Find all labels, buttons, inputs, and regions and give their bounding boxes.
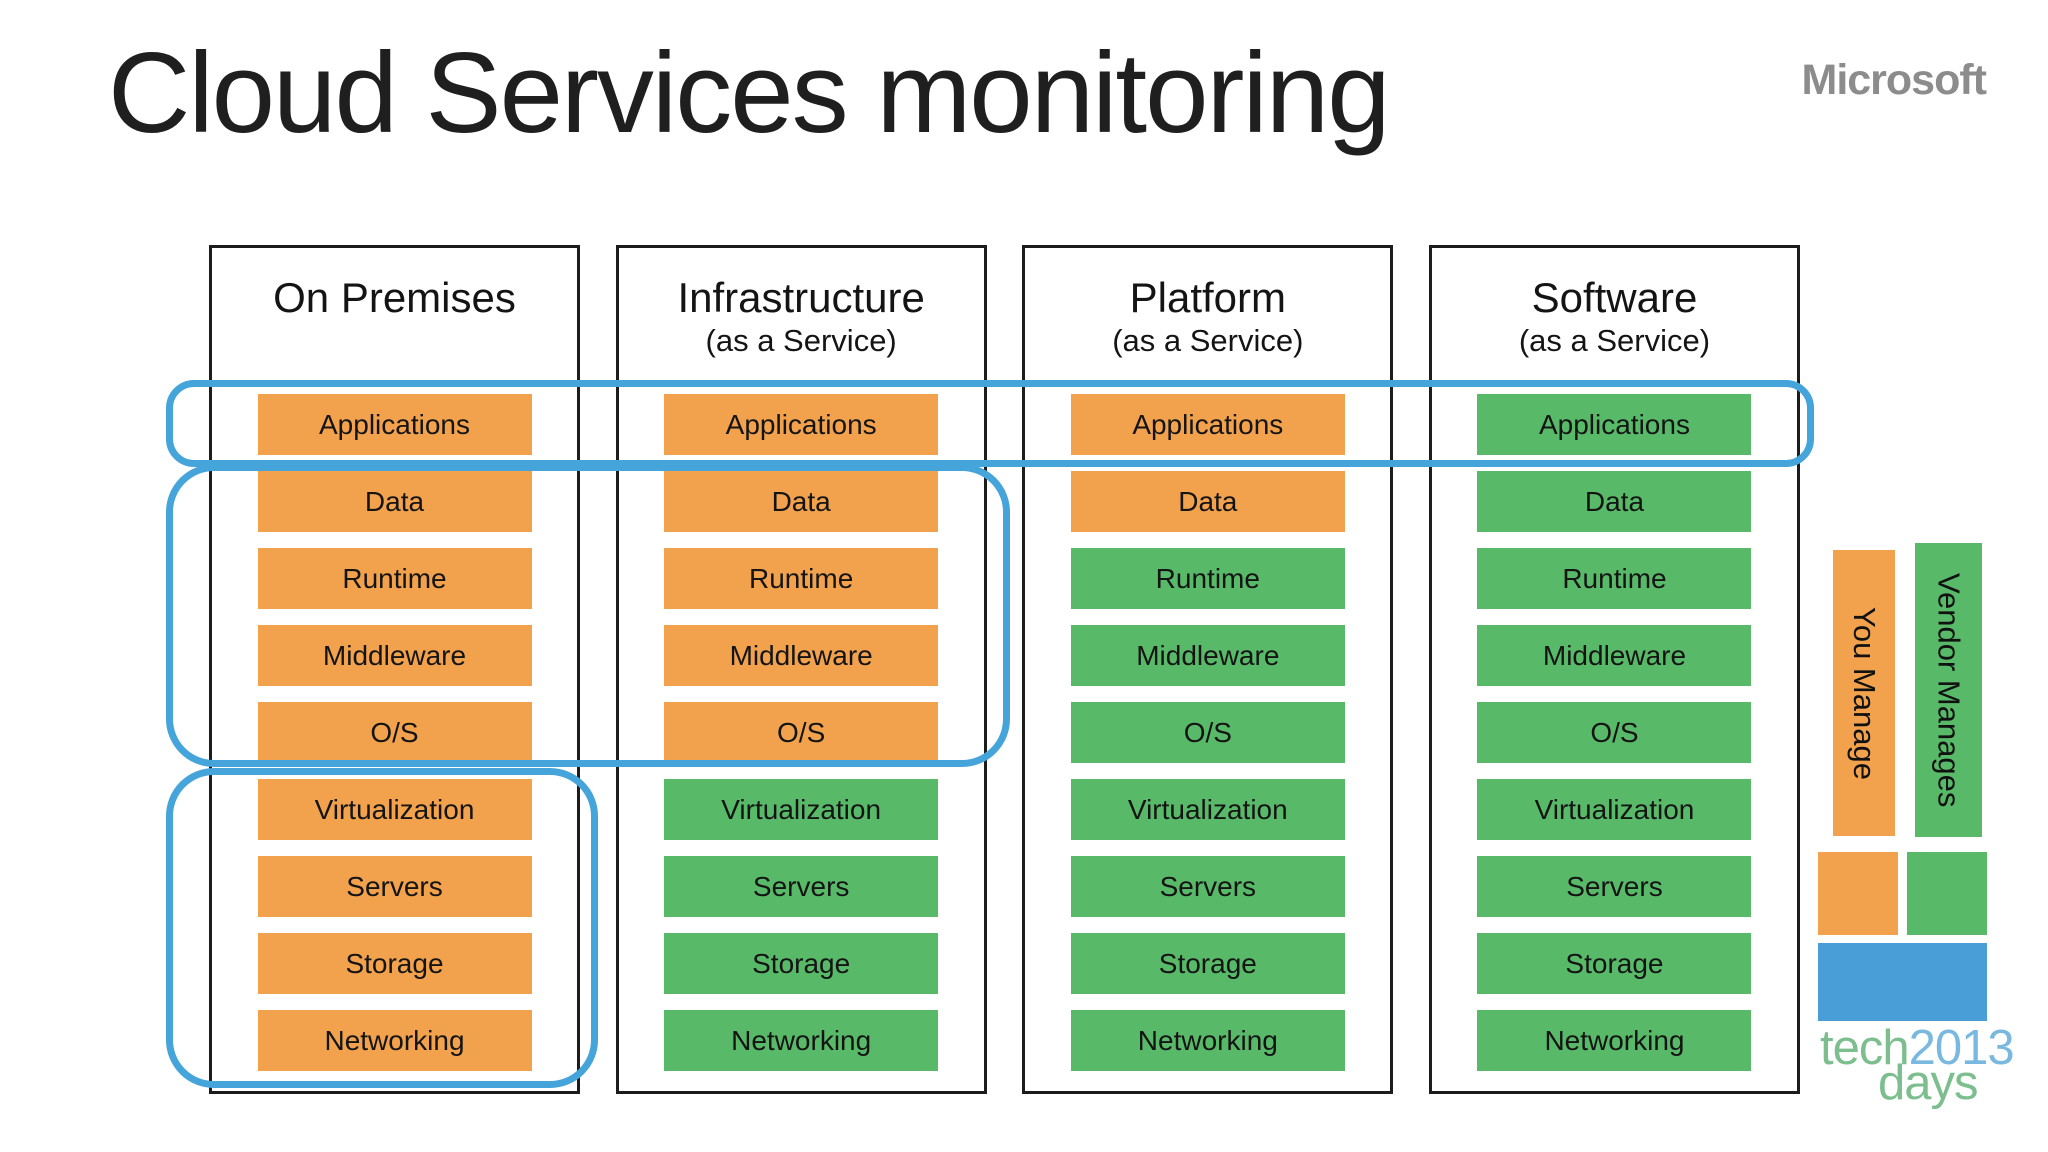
techdays-logo: tech2013 days — [1818, 852, 2048, 1112]
layer-stack: Applications Data Runtime Middleware O/S… — [212, 394, 577, 1071]
column-iaas: Infrastructure (as a Service) Applicatio… — [615, 245, 987, 1094]
logo-blue-rect — [1818, 943, 1987, 1021]
layer-box: Data — [1477, 471, 1752, 532]
column-subtitle: (as a Service) — [705, 323, 897, 359]
layer-box: Applications — [1070, 394, 1345, 455]
layer-box: Servers — [1477, 856, 1752, 917]
column-subtitle: (as a Service) — [1112, 323, 1304, 359]
layer-box: O/S — [1070, 702, 1345, 763]
layer-box: Storage — [1070, 933, 1345, 994]
layer-box: Virtualization — [1477, 779, 1752, 840]
column-subtitle: (as a Service) — [1518, 323, 1711, 359]
layer-box: O/S — [257, 702, 532, 763]
layer-box: Data — [1070, 471, 1345, 532]
layer-box: Data — [257, 471, 532, 532]
layer-box: Runtime — [257, 548, 532, 609]
column-saas: Software (as a Service) Applications Dat… — [1428, 245, 1800, 1094]
layer-box: Virtualization — [257, 779, 532, 840]
column-header: On Premises — [273, 274, 516, 321]
logo-year-text: 2013 — [1908, 1021, 2015, 1075]
layer-box: Middleware — [664, 625, 939, 686]
logo-green-square — [1907, 852, 1987, 935]
layer-box: Storage — [1477, 933, 1752, 994]
logo-days-text: days — [1878, 1056, 1979, 1110]
logo-orange-square — [1818, 852, 1898, 935]
layer-box: O/S — [664, 702, 939, 763]
column-header: Platform — [1129, 274, 1286, 321]
layer-box: Middleware — [1070, 625, 1345, 686]
column-subtitle — [212, 322, 577, 360]
layer-box: Data — [664, 471, 939, 532]
layer-box: Middleware — [257, 625, 532, 686]
microsoft-logo: Microsoft — [1801, 56, 1987, 104]
vendor-manages-bar: Vendor Manages — [1915, 543, 1982, 837]
layer-box: Networking — [664, 1010, 939, 1071]
column-paas: Platform (as a Service) Applications Dat… — [1022, 245, 1394, 1094]
layer-box: Virtualization — [664, 779, 939, 840]
layer-box: Servers — [257, 856, 532, 917]
you-manage-label: You Manage — [1847, 606, 1882, 780]
column-header: Infrastructure — [677, 274, 925, 321]
logo-tech-text: tech — [1820, 1021, 1910, 1075]
layer-box: Middleware — [1477, 625, 1752, 686]
layer-box: Servers — [1070, 856, 1345, 917]
you-manage-bar: You Manage — [1833, 550, 1895, 836]
service-model-columns: On Premises Applications Data Runtime Mi… — [209, 245, 1800, 1094]
vendor-manages-label: Vendor Manages — [1931, 572, 1967, 808]
layer-box: Applications — [664, 394, 939, 455]
column-header: Software — [1531, 274, 1698, 321]
layer-box: Applications — [1477, 394, 1752, 455]
layer-box: Servers — [664, 856, 939, 917]
layer-stack: Applications Data Runtime Middleware O/S… — [619, 394, 984, 1071]
layer-box: Storage — [664, 933, 939, 994]
layer-box: Networking — [257, 1010, 532, 1071]
layer-box: Storage — [257, 933, 532, 994]
layer-box: Runtime — [1477, 548, 1752, 609]
layer-box: O/S — [1477, 702, 1752, 763]
layer-box: Virtualization — [1070, 779, 1345, 840]
layer-box: Runtime — [664, 548, 939, 609]
layer-stack: Applications Data Runtime Middleware O/S… — [1025, 394, 1390, 1071]
layer-box: Networking — [1070, 1010, 1345, 1071]
layer-box: Applications — [257, 394, 532, 455]
column-on-premises: On Premises Applications Data Runtime Mi… — [209, 245, 580, 1094]
page-title: Cloud Services monitoring — [108, 30, 1391, 157]
layer-stack: Applications Data Runtime Middleware O/S… — [1432, 394, 1797, 1071]
layer-box: Networking — [1477, 1010, 1752, 1071]
layer-box: Runtime — [1070, 548, 1345, 609]
techdays-wordmark: tech2013 days — [1820, 1021, 2015, 1110]
